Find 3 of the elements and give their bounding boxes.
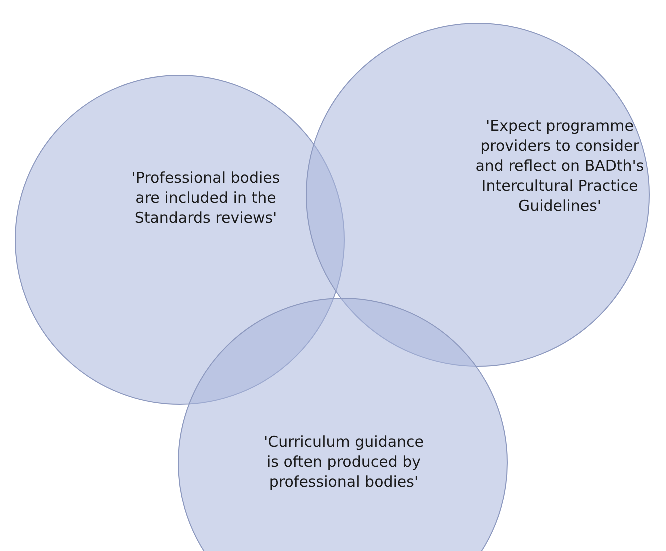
venn-label: 'Expect programme providers to consider and reflect on BADth's Intercultural Practice Guidelines' (475, 116, 645, 216)
venn-label: 'Professional bodies are included in the Standards reviews' (131, 168, 281, 228)
venn-label: 'Curriculum guidance is often produced by professional bodies' (262, 432, 426, 492)
